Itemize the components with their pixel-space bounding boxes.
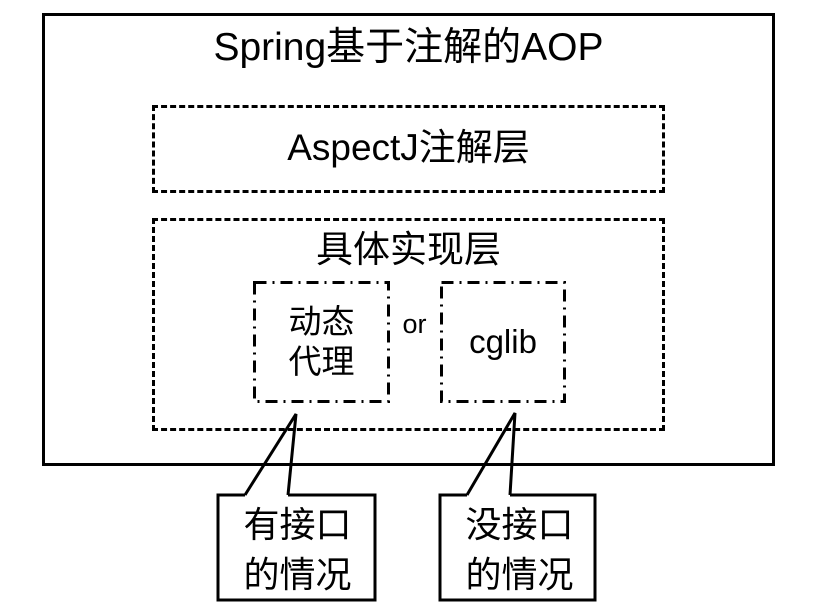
- dynamic-proxy-box: 动态 代理: [253, 281, 390, 403]
- callout-left-label: 有接口 的情况: [220, 500, 375, 600]
- page-title: Spring基于注解的AOP: [213, 26, 604, 69]
- callout-left-line1: 有接口: [243, 504, 352, 545]
- implementation-layer-label: 具体实现层: [316, 229, 501, 270]
- callout-right-label: 没接口 的情况: [442, 500, 597, 600]
- cglib-box: cglib: [440, 281, 566, 403]
- dynamic-proxy-label: 动态 代理: [289, 302, 355, 382]
- callout-right-line2: 的情况: [465, 554, 574, 595]
- aspectj-layer-box: [152, 105, 665, 193]
- or-separator-label: or: [402, 309, 427, 339]
- dynamic-proxy-label-line1: 动态: [288, 303, 355, 340]
- implementation-layer-box: [152, 218, 665, 431]
- callout-right-line1: 没接口: [465, 504, 574, 545]
- callout-left-line2: 的情况: [243, 554, 352, 595]
- cglib-label: cglib: [469, 323, 537, 360]
- aspectj-layer-label: AspectJ注解层: [287, 127, 530, 168]
- dynamic-proxy-label-line2: 代理: [288, 343, 355, 380]
